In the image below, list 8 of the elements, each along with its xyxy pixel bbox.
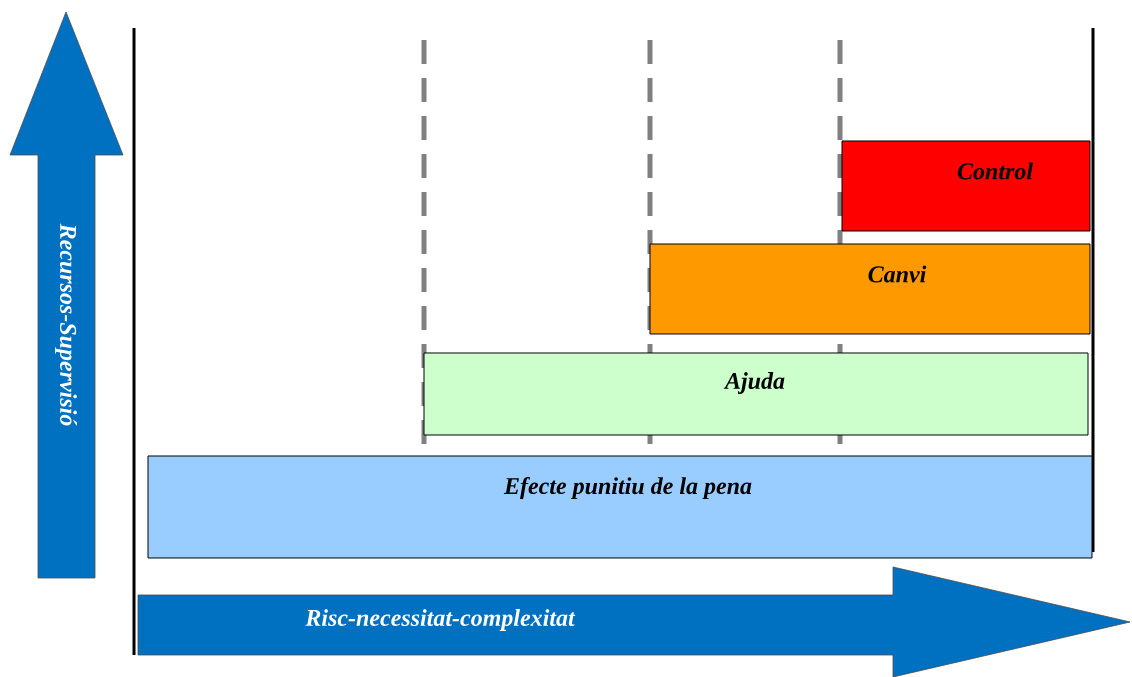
axis-label: Risc-necessitat-complexitat [305,609,576,631]
arrow [137,566,1131,677]
bar: Efecte punitiu de la pena [147,455,1093,559]
bar: Control [841,140,1091,232]
arrow [9,11,124,579]
bar: Canvi [649,243,1091,335]
bar: Ajuda [423,352,1089,436]
axis-label: Recursos-Supervisió [55,223,77,426]
